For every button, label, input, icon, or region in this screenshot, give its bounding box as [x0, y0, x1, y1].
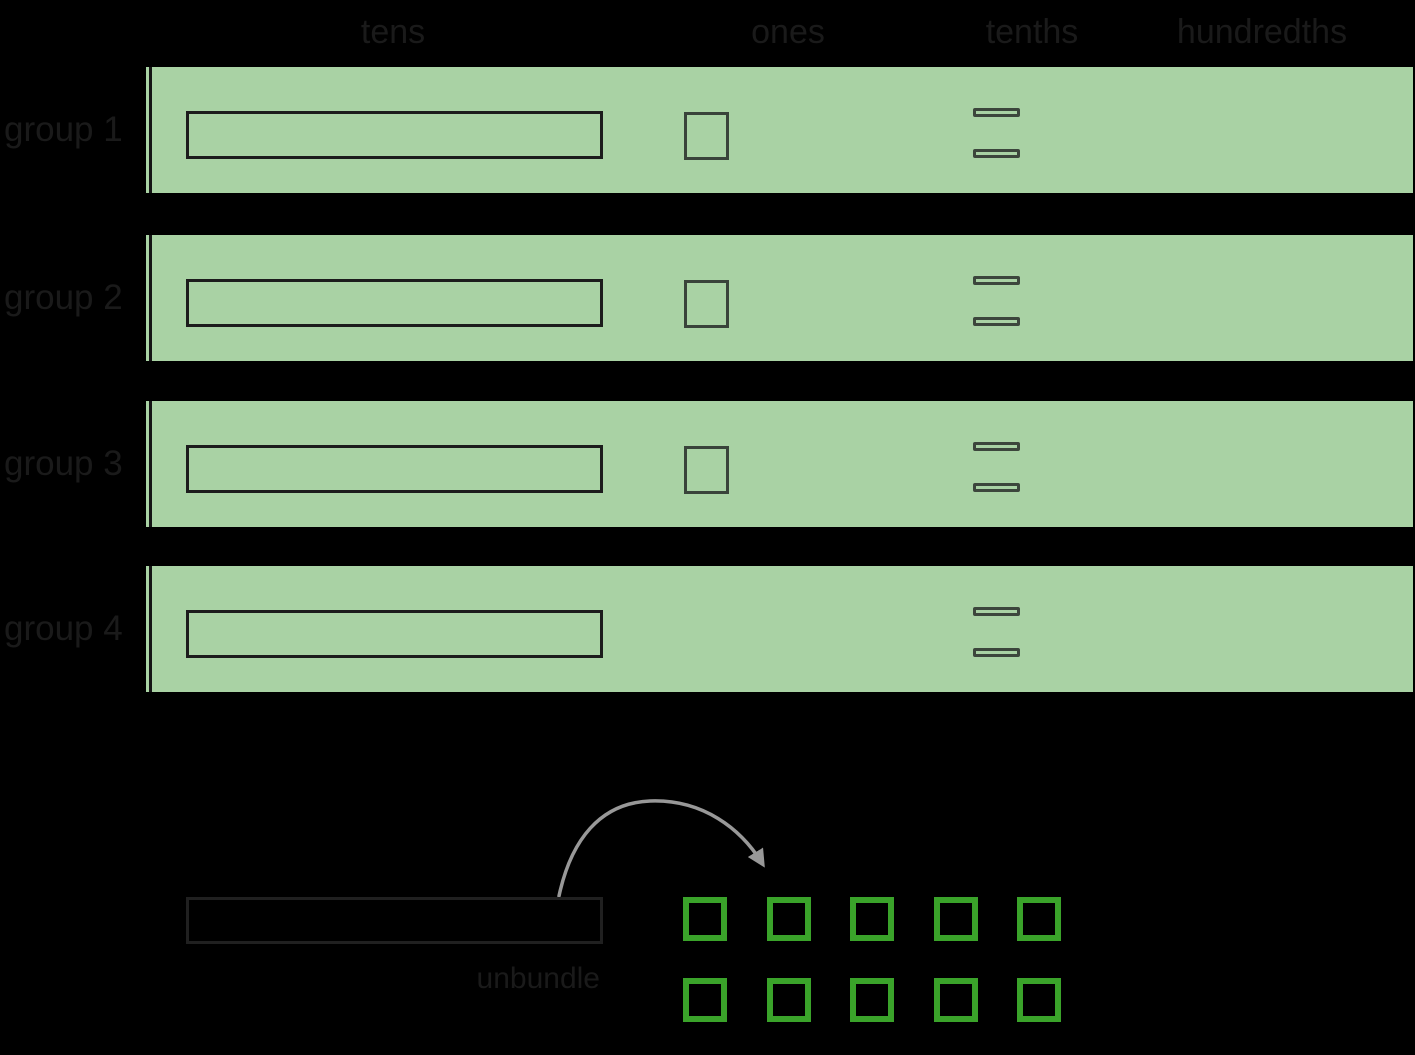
row-left-edge-mark	[149, 401, 152, 527]
tenth-bar	[973, 442, 1020, 451]
group-label: group 3	[4, 444, 123, 483]
row-left-edge-mark	[149, 235, 152, 361]
row-left-edge-mark	[149, 67, 152, 193]
unbundled-one-square	[934, 897, 978, 941]
ones-square	[684, 280, 729, 328]
row-left-edge-mark	[149, 566, 152, 692]
tenth-bar	[973, 149, 1020, 158]
column-header-hundredths: hundredths	[1176, 13, 1348, 51]
ones-square	[684, 446, 729, 494]
tens-rod	[186, 445, 603, 493]
unbundled-one-square	[767, 897, 811, 941]
column-header-ones: ones	[751, 13, 825, 51]
group-row	[146, 566, 1413, 692]
unbundled-one-square	[1017, 978, 1061, 1022]
tenth-bar	[973, 607, 1020, 616]
unbundled-one-square	[1017, 897, 1061, 941]
group-label: group 4	[4, 609, 123, 648]
unbundled-one-square	[683, 978, 727, 1022]
tenth-bar	[973, 317, 1020, 326]
group-label: group 2	[4, 278, 123, 317]
tenth-bar	[973, 483, 1020, 492]
column-header-tenths: tenths	[985, 13, 1079, 51]
tens-rod	[186, 111, 603, 159]
unbundle-tens-rod	[186, 897, 603, 944]
ones-square	[684, 112, 729, 160]
group-label: group 1	[4, 110, 123, 149]
unbundled-one-square	[850, 897, 894, 941]
unbundled-one-square	[767, 978, 811, 1022]
group-row	[146, 235, 1413, 361]
column-header-tens: tens	[360, 13, 426, 51]
group-row	[146, 67, 1413, 193]
unbundled-one-square	[850, 978, 894, 1022]
tenth-bar	[973, 648, 1020, 657]
tens-rod	[186, 279, 603, 327]
group-row	[146, 401, 1413, 527]
tens-rod	[186, 610, 603, 658]
unbundled-one-square	[934, 978, 978, 1022]
tenth-bar	[973, 108, 1020, 117]
tenth-bar	[973, 276, 1020, 285]
unbundle-label: unbundle	[476, 962, 600, 995]
unbundled-one-square	[683, 897, 727, 941]
